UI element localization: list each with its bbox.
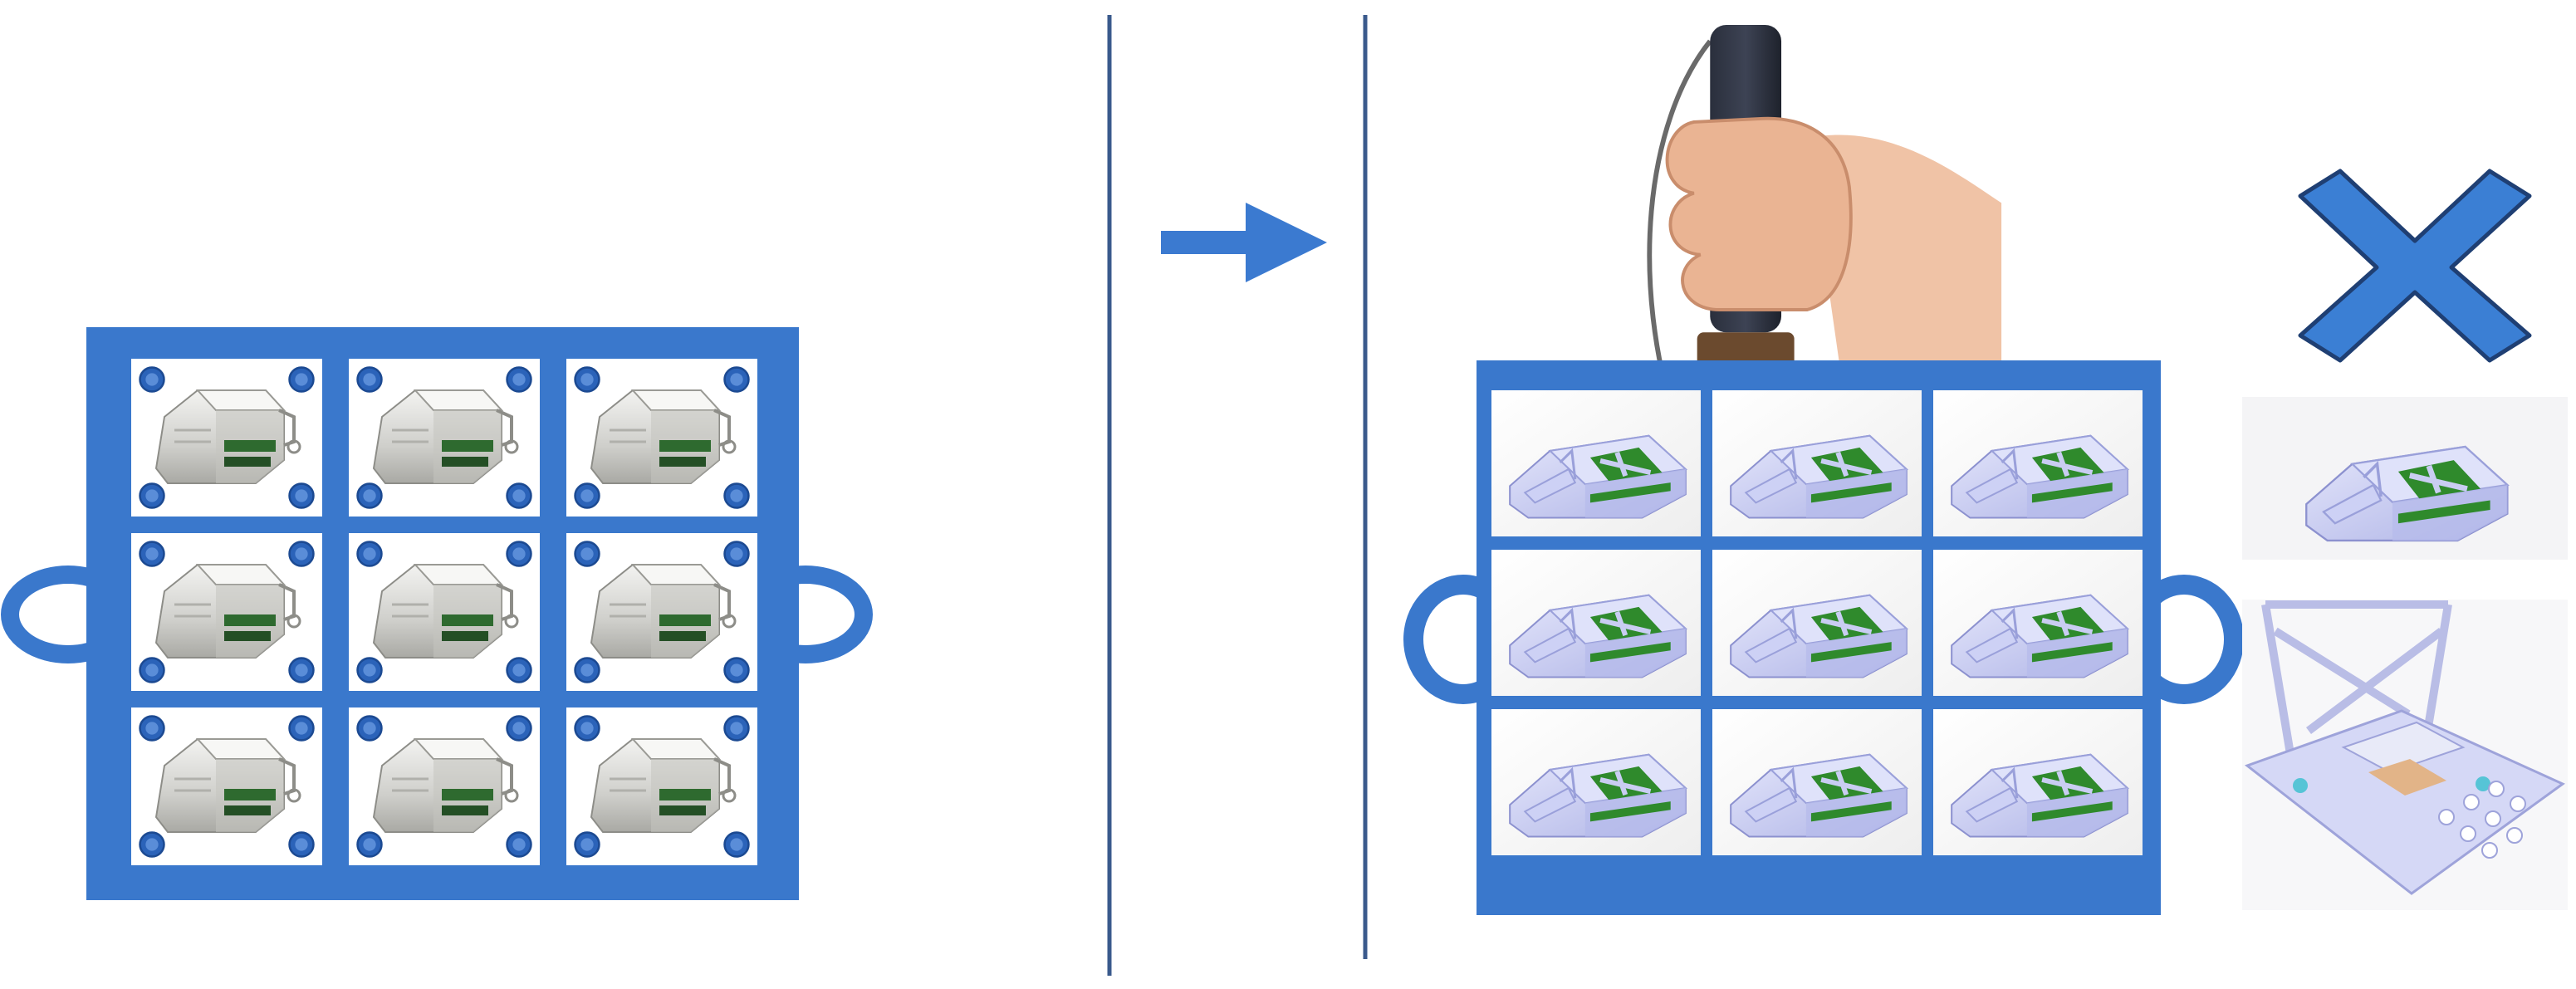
right-grid-cell bbox=[1491, 390, 1701, 536]
left-grid-cell bbox=[131, 359, 322, 517]
crossed-out-soldering-iron-icon bbox=[2298, 169, 2532, 363]
screw-icon bbox=[139, 541, 165, 567]
screw-icon bbox=[723, 482, 750, 509]
screw-icon bbox=[139, 657, 165, 683]
screw-icon bbox=[574, 831, 600, 858]
screw-icon bbox=[139, 715, 165, 742]
screw-icon bbox=[723, 366, 750, 393]
screw-icon bbox=[356, 715, 383, 742]
screw-icon bbox=[506, 715, 532, 742]
left-grid-cell bbox=[131, 533, 322, 691]
right-grid-cell bbox=[1933, 550, 2143, 696]
right-grid-cell bbox=[1712, 390, 1922, 536]
right-grid-cell bbox=[1491, 550, 1701, 696]
left-grid-cell bbox=[349, 707, 540, 865]
screw-icon bbox=[288, 715, 315, 742]
screw-icon bbox=[139, 366, 165, 393]
left-grid-cell bbox=[349, 359, 540, 517]
screw-icon bbox=[356, 482, 383, 509]
right-grid-cell bbox=[1491, 709, 1701, 855]
screw-icon bbox=[574, 366, 600, 393]
screw-icon bbox=[574, 657, 600, 683]
screw-icon bbox=[288, 831, 315, 858]
right-arrow-icon bbox=[1161, 203, 1327, 282]
screw-icon bbox=[574, 715, 600, 742]
fixture-closeup bbox=[2242, 397, 2568, 560]
right-grid-cell bbox=[1712, 709, 1922, 855]
screw-icon bbox=[139, 482, 165, 509]
screw-icon bbox=[356, 366, 383, 393]
screw-icon bbox=[506, 657, 532, 683]
screw-icon bbox=[356, 657, 383, 683]
right-grid-cell bbox=[1712, 550, 1922, 696]
fixture-open-exploded bbox=[2242, 600, 2568, 910]
screw-icon bbox=[288, 366, 315, 393]
screw-icon bbox=[506, 482, 532, 509]
left-grid-cell bbox=[349, 533, 540, 691]
left-grid-cell bbox=[566, 359, 757, 517]
right-grid bbox=[1491, 390, 2143, 855]
left-grid-cell bbox=[566, 707, 757, 865]
left-grid-cell bbox=[131, 707, 322, 865]
screw-icon bbox=[288, 657, 315, 683]
screw-icon bbox=[288, 482, 315, 509]
left-grid-cell bbox=[566, 533, 757, 691]
screw-icon bbox=[506, 366, 532, 393]
screw-icon bbox=[139, 831, 165, 858]
left-grid bbox=[131, 359, 757, 865]
right-grid-cell bbox=[1933, 390, 2143, 536]
screw-icon bbox=[723, 657, 750, 683]
screw-icon bbox=[723, 541, 750, 567]
screw-icon bbox=[723, 831, 750, 858]
screw-icon bbox=[356, 831, 383, 858]
screw-icon bbox=[574, 541, 600, 567]
screw-icon bbox=[356, 541, 383, 567]
screw-icon bbox=[574, 482, 600, 509]
screw-icon bbox=[288, 541, 315, 567]
right-grid-cell bbox=[1933, 709, 2143, 855]
screw-icon bbox=[723, 715, 750, 742]
screw-icon bbox=[506, 541, 532, 567]
screw-icon bbox=[506, 831, 532, 858]
